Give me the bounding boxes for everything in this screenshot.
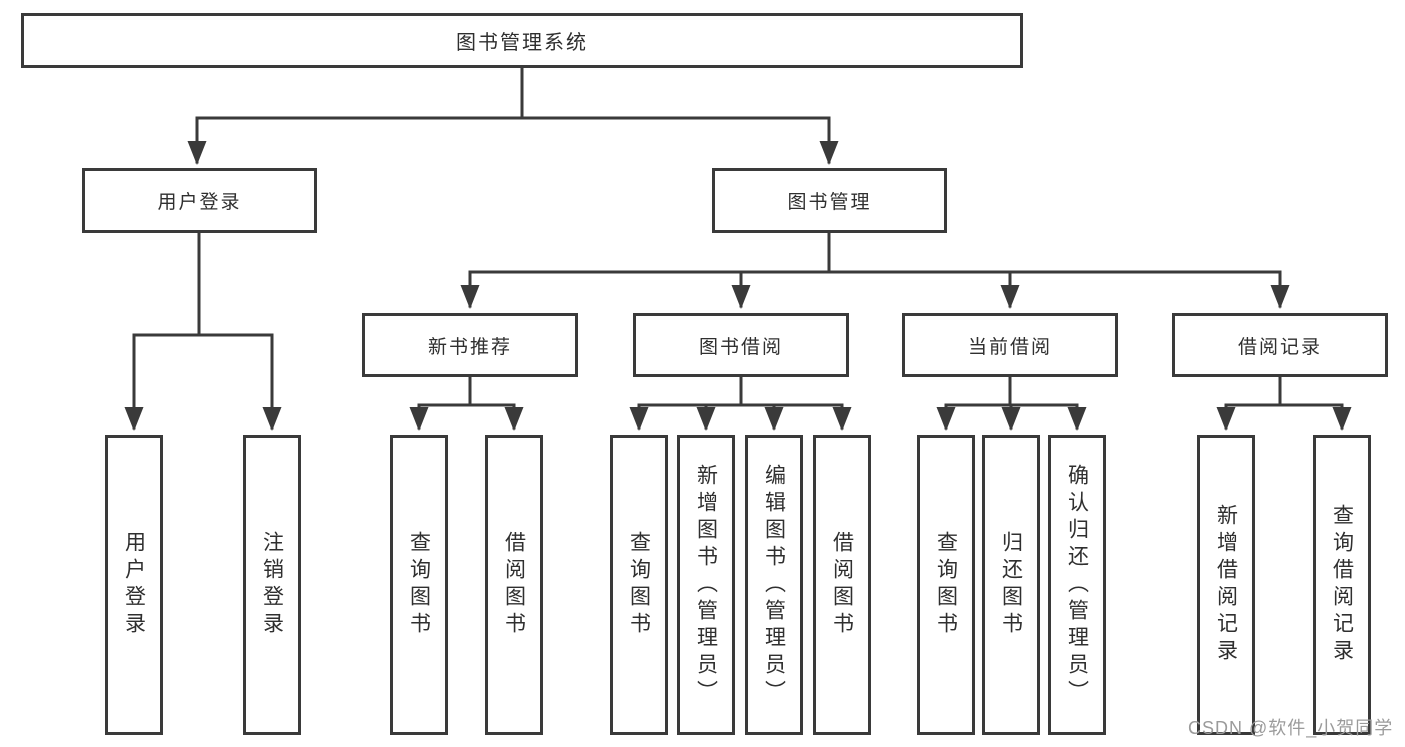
node-label: 借阅图书 — [830, 531, 854, 639]
node-label: 当前借阅 — [967, 336, 1052, 358]
node-user-login: 用户登录 — [82, 168, 317, 233]
connector-borrow-record-to-leaves — [1216, 375, 1352, 431]
connector-new-book-to-leaves — [409, 375, 524, 431]
node-label: 用户登录 — [157, 192, 242, 213]
leaf-record-query-borrow-record: 查询借阅记录 — [1313, 435, 1371, 735]
leaf-newbook-query-books: 查询图书 — [390, 435, 448, 735]
node-label: 编辑图书（管理员） — [762, 463, 786, 707]
connector-current-borrow-to-leaves — [936, 375, 1087, 431]
node-label: 归还图书 — [999, 531, 1023, 639]
leaf-logout: 注销登录 — [243, 435, 301, 735]
connector-book-mgmt-to-level3 — [460, 231, 1290, 309]
leaf-current-confirm-return-admin: 确认归还（管理员） — [1048, 435, 1106, 735]
node-new-book-recommend: 新书推荐 — [362, 313, 578, 377]
node-label: 新增图书（管理员） — [694, 463, 718, 707]
node-label: 图书管理 — [787, 192, 872, 213]
leaf-user-login: 用户登录 — [105, 435, 163, 735]
leaf-borrow-borrow-books: 借阅图书 — [813, 435, 871, 735]
node-label: 图书管理系统 — [456, 32, 588, 54]
node-label: 借阅记录 — [1237, 336, 1322, 358]
node-book-management: 图书管理 — [712, 168, 947, 233]
node-label: 用户登录 — [122, 531, 146, 639]
node-label: 借阅图书 — [502, 531, 526, 639]
leaf-borrow-add-books-admin: 新增图书（管理员） — [677, 435, 735, 735]
node-label: 查询图书 — [934, 531, 958, 639]
connector-book-borrow-to-leaves — [629, 375, 852, 431]
node-label: 注销登录 — [260, 531, 284, 639]
leaf-record-add-borrow-record: 新增借阅记录 — [1197, 435, 1255, 735]
leaf-current-return-books: 归还图书 — [982, 435, 1040, 735]
leaf-borrow-query-books: 查询图书 — [610, 435, 668, 735]
leaf-newbook-borrow-books: 借阅图书 — [485, 435, 543, 735]
connector-user-login-to-leaves — [124, 231, 282, 431]
node-borrowing-records: 借阅记录 — [1172, 313, 1388, 377]
node-label: 查询图书 — [627, 531, 651, 639]
node-current-borrowing: 当前借阅 — [902, 313, 1118, 377]
connector-root-to-level2 — [187, 66, 839, 165]
leaf-borrow-edit-books-admin: 编辑图书（管理员） — [745, 435, 803, 735]
node-label: 查询借阅记录 — [1330, 504, 1354, 666]
node-label: 新增借阅记录 — [1214, 504, 1238, 666]
node-label: 新书推荐 — [427, 336, 512, 358]
node-label: 确认归还（管理员） — [1065, 463, 1089, 707]
node-root-system: 图书管理系统 — [21, 13, 1023, 68]
leaf-current-query-books: 查询图书 — [917, 435, 975, 735]
node-label: 查询图书 — [407, 531, 431, 639]
node-label: 图书借阅 — [698, 336, 783, 358]
csdn-watermark: CSDN @软件_小贺同学 — [1188, 718, 1394, 738]
node-book-borrowing: 图书借阅 — [633, 313, 849, 377]
